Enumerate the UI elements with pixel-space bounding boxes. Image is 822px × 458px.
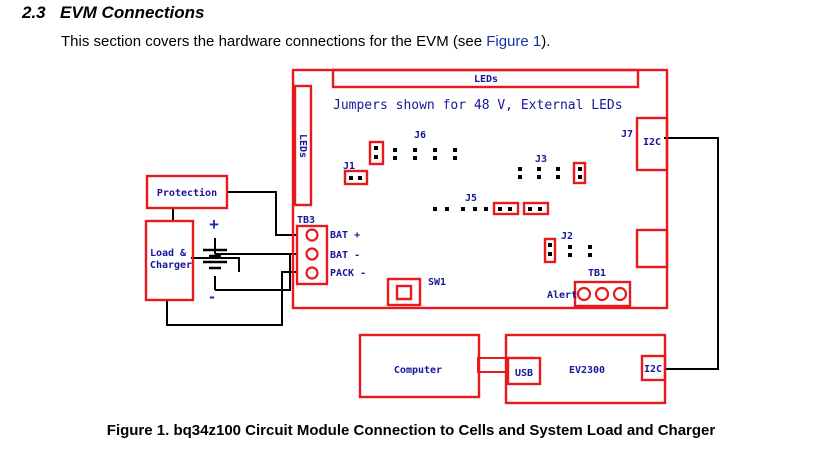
leds-side-label: LEDs <box>297 134 308 158</box>
figure-caption: Figure 1. bq34z100 Circuit Module Connec… <box>106 422 716 439</box>
j3-label: J3 <box>535 154 547 165</box>
jumper-note: Jumpers shown for 48 V, External LEDs <box>333 98 623 113</box>
computer-usb-plug <box>477 357 509 373</box>
tb1-terminal-3 <box>612 286 628 302</box>
protection-box <box>145 174 229 210</box>
board-outlines <box>144 68 669 405</box>
wires <box>166 137 719 370</box>
leds-side-bar <box>293 84 313 207</box>
intro-paragraph: This section covers the hardware connect… <box>61 33 550 50</box>
tb3-terminal-bat-plus <box>305 228 319 242</box>
ev2300-i2c-label: I2C <box>644 364 662 375</box>
bat-plus-label: BAT + <box>330 230 360 241</box>
bat-minus-label: BAT - <box>330 250 360 261</box>
i2c-board-label: I2C <box>643 137 661 148</box>
figure-link[interactable]: Figure 1 <box>486 33 542 50</box>
j7-label: J7 <box>621 129 633 140</box>
minus-sign: - <box>209 287 215 306</box>
protection-wire <box>227 191 298 236</box>
tb3-label: TB3 <box>297 215 315 226</box>
tb3-terminal-block <box>295 224 329 286</box>
leds-top-bar <box>331 68 640 89</box>
protection-label: Protection <box>157 187 217 199</box>
ev2300-label: EV2300 <box>569 365 605 376</box>
j6-label: J6 <box>414 130 426 141</box>
j3-jumper-cap <box>572 161 587 185</box>
j2-jumper-cap <box>543 237 557 264</box>
load-label-line2: Charger <box>150 260 192 271</box>
tb1-label: TB1 <box>588 268 606 279</box>
section-heading: 2.3 EVM Connections <box>22 3 205 23</box>
tb3-terminal-pack-minus <box>305 266 319 280</box>
sw1-switch <box>386 277 422 307</box>
ev2300-i2c-port <box>640 354 667 382</box>
intro-text-after: ). <box>541 33 551 50</box>
sw1-button <box>395 284 413 301</box>
tb3-terminal-bat-minus <box>305 247 319 261</box>
usb-label: USB <box>515 368 533 379</box>
i2c-connector-board <box>635 116 669 172</box>
j1-label: J1 <box>343 161 355 172</box>
alert-label: Alert <box>547 290 577 301</box>
intro-text-before: This section covers the hardware connect… <box>61 33 487 50</box>
j6-jumper-cap <box>368 140 385 166</box>
load-label-line1: Load & <box>150 248 187 259</box>
jumper-pins <box>349 146 592 257</box>
j2-label: J2 <box>561 231 573 242</box>
tb1-terminal-block <box>573 280 632 308</box>
tb1-terminal-1 <box>576 286 592 302</box>
sw1-label: SW1 <box>428 277 446 288</box>
section-number: 2.3 <box>22 3 46 22</box>
j5-label: J5 <box>465 193 477 204</box>
plus-sign: + <box>209 215 219 234</box>
pack-minus-label: PACK - <box>330 268 366 279</box>
board-edge-connector <box>635 228 669 269</box>
j1-jumper-cap <box>343 169 369 186</box>
section-title: EVM Connections <box>60 3 205 22</box>
j5-jumper-cap-1 <box>492 201 520 216</box>
leds-top-label: LEDs <box>474 74 498 85</box>
ev2300-usb-port <box>506 356 542 386</box>
terminals <box>305 228 628 302</box>
computer-label: Computer <box>394 365 442 376</box>
i2c-cable <box>664 137 719 370</box>
pack-minus-wire <box>166 271 298 326</box>
load-plus-wire <box>191 257 240 272</box>
bat-minus-wire <box>215 254 291 291</box>
load-charger-box <box>144 219 195 302</box>
j5-jumper-cap-2 <box>522 201 550 216</box>
tb1-terminal-2 <box>594 286 610 302</box>
